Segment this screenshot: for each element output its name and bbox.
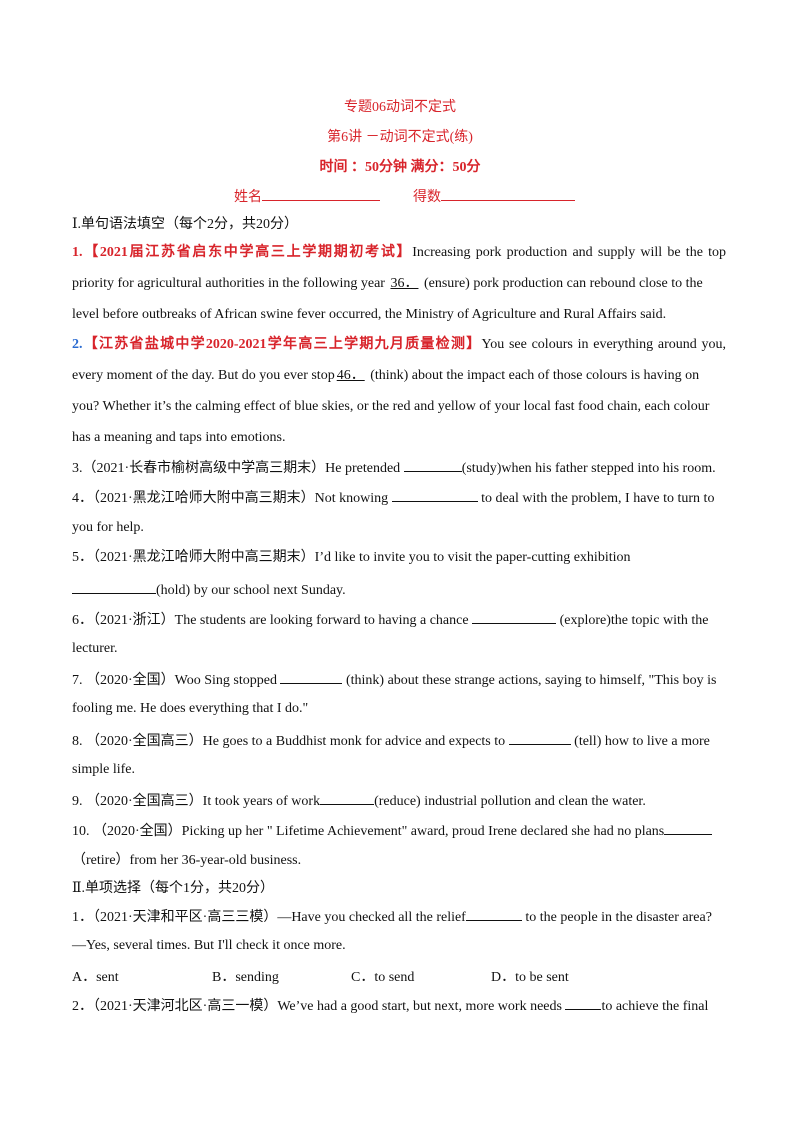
s1-q1-blank[interactable]: 36． [390,276,419,291]
score-blank[interactable] [441,187,575,201]
s1-q7-line1: 7. （2020·全国）Woo Sing stopped (think) abo… [72,670,716,690]
s1-q5-blank[interactable] [72,580,156,594]
s1-q2-line1: 2.【江苏省盐城中学2020-2021学年高三上学期九月质量检测】You see… [72,337,726,352]
s1-q4-blank[interactable] [391,488,478,502]
name-blank[interactable] [262,187,380,201]
doc-subtitle: 第6讲 －动词不定式(练) [327,130,473,145]
s1-q3-blank[interactable] [403,458,462,472]
s1-q5-line1: 5．（2021·黑龙江哈师大附中高三期末）I’d like to invite … [72,550,631,565]
s1-q1-line2: priority for agricultural authorities in… [72,276,703,291]
s1-q4-line2: you for help. [72,520,144,535]
s1-q6-line2: lecturer. [72,641,118,656]
s2-q1-line2: —Yes, several times. But I'll check it o… [72,938,346,953]
s1-q2-source: 【江苏省盐城中学2020-2021学年高三上学期九月质量检测】 [82,337,482,352]
s1-q10-line1: 10. （2020·全国）Picking up her " Lifetime A… [72,821,713,841]
time-info: 时间 ：50分钟 满分：50分 [319,160,481,175]
s1-q8-line2: simple life. [72,762,135,777]
s1-q1-source: 【2021届江苏省启东中学高三上学期期初考试】 [82,245,413,260]
s1-q10-line2: （retire）from her 36-year-old business. [72,853,302,868]
s1-q2-line4: has a meaning and taps into emotions. [72,430,286,445]
s1-q4-line1: 4．（2021·黑龙江哈师大附中高三期末）Not knowing to deal… [72,488,714,508]
s1-q9-blank[interactable] [320,791,375,805]
s2-q2-blank[interactable] [565,996,602,1010]
s2-q1-option-d[interactable]: D．to be sent [491,970,569,985]
doc-title: 专题06动词不定式 [344,100,456,115]
s1-q3: 3.（2021·长春市榆树高级中学高三期末）He pretended (stud… [72,458,716,478]
s2-q1-option-c[interactable]: C．to send [351,970,415,985]
s1-q6-blank[interactable] [472,610,557,624]
s1-q1-line3: level before outbreaks of African swine … [72,307,667,322]
s1-q1-line1: 1.【2021届江苏省启东中学高三上学期期初考试】Increasing pork… [72,245,727,260]
s1-q2-blank[interactable]: 46． [336,368,365,383]
s1-q10-blank[interactable] [664,821,713,835]
s2-q1-blank[interactable] [465,907,522,921]
s1-q2-line2: every moment of the day. But do you ever… [72,368,700,383]
s2-q1-line1: 1．（2021·天津和平区·高三三模）—Have you checked all… [72,907,712,927]
s2-q2-line1: 2．（2021·天津河北区·高三一模）We’ve had a good star… [72,996,708,1016]
section1-heading: Ⅰ.单句语法填空（每个2分，共20分） [72,217,299,232]
s1-q7-line2: fooling me. He does everything that I do… [72,701,309,716]
s2-q1-option-b[interactable]: B．sending [212,970,279,985]
name-score-row: 姓名 得数 [234,186,575,206]
s1-q8-line1: 8. （2020·全国高三）He goes to a Buddhist monk… [72,731,710,751]
s1-q7-blank[interactable] [280,670,343,684]
s1-q8-blank[interactable] [508,731,571,745]
s1-q2-line3: you? Whether it’s the calming effect of … [72,399,710,414]
score-label: 得数 [413,190,441,205]
s1-q6-line1: 6．（2021·浙江）The students are looking forw… [72,610,708,630]
section2-heading: Ⅱ.单项选择（每个1分，共20分） [72,881,275,896]
s1-q5-line2: (hold) by our school next Sunday. [72,580,346,600]
s1-q9: 9. （2020·全国高三）It took years of work(redu… [72,791,646,811]
s2-q1-option-a[interactable]: A．sent [72,970,119,985]
name-label: 姓名 [234,190,262,205]
